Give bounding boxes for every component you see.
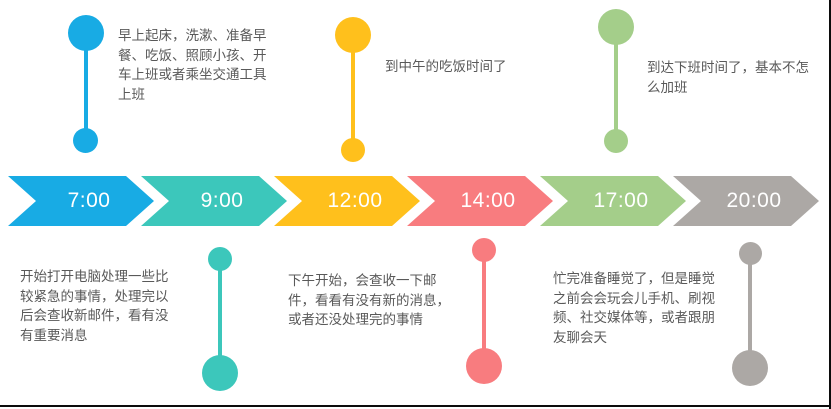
marker-dot-small [341,138,365,162]
timeline-step-17-00: 17:00 [540,176,686,226]
time-label: 20:00 [726,189,782,212]
note-17-00: 到达下班时间了，基本不怎么加班 [647,60,809,95]
marker-stem [482,250,486,366]
marker-stem [84,33,88,140]
marker-dot-large [732,350,768,386]
page-edge-right-line [829,0,831,409]
marker-stem [351,35,355,150]
note-14-00: 下午开始，会查收一下邮件，看看有没有新的消息，或者还没处理完的事情 [288,273,450,327]
timeline-step-12-00: 12:00 [274,176,420,226]
marker-stem [614,27,618,141]
note-7-00: 早上起床，洗漱、准备早餐、吃饭、照顾小孩、开车上班或者乘坐交通工具上班 [118,28,267,102]
time-label: 12:00 [327,189,383,212]
note-12-00: 到中午的吃饭时间了 [385,59,507,74]
time-label: 14:00 [460,189,516,212]
time-label: 17:00 [593,189,649,212]
time-label: 9:00 [200,189,244,212]
page-edge-bottom-line [0,405,831,407]
marker-dot-large [202,355,238,391]
marker-stem [748,253,752,368]
timeline-step-14-00: 14:00 [407,176,553,226]
timeline-step-7-00: 7:00 [8,176,154,226]
marker-dot-small [73,128,98,153]
note-20-00: 忙完准备睡觉了，但是睡觉之前会会玩会儿手机、刷视频、社交媒体等，或者跟朋友聊会天 [553,271,715,345]
marker-dot-small [604,129,628,153]
marker-dot-large [466,348,502,384]
timeline-step-9-00: 9:00 [141,176,287,226]
marker-stem [218,259,222,373]
note-9-00: 开始打开电脑处理一些比较紧急的事情，处理完以后会查收新邮件，看有没有重要消息 [20,269,169,343]
time-label: 7:00 [67,189,111,212]
timeline-step-20-00: 20:00 [673,176,819,226]
